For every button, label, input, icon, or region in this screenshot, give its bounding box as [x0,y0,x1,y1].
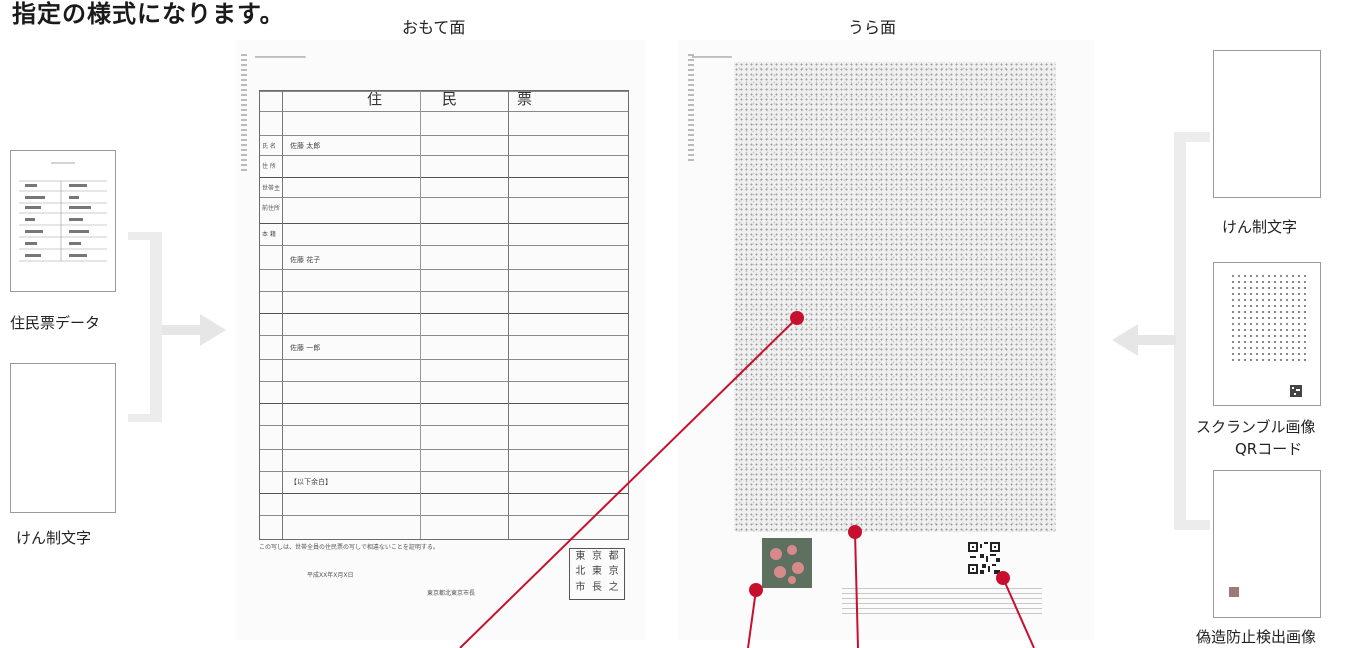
front-doc-title-char-1: 住 [367,90,383,108]
small-qr-code-icon [1290,385,1302,397]
anti-forgery-thumbnail [1213,470,1321,618]
pointer-dot-check-text [790,311,804,325]
front-doc-name-3: 佐藤 一郎 [290,344,321,352]
scramble-dot-pattern [1230,273,1308,365]
front-doc-title-char-2: 民 [442,90,458,108]
left-bracket-vertical [150,232,162,422]
left-bracket-bottom [128,414,162,422]
front-doc-name-4: 【以下余白】 [290,478,332,486]
back-side-label: うら面 [848,18,897,37]
anti-forgery-detection-image [762,538,812,588]
seal-char: 市 [575,581,586,593]
official-seal: 東 京 都 北 東 京 市 長 之 [569,548,625,600]
front-doc-row-label-head: 世帯主 [262,185,281,192]
left-arrow-icon [162,314,226,346]
back-doc-header-note: ━━━━━━━━━━━ [692,54,732,61]
seal-char: 北 [575,566,586,578]
seal-char: 之 [608,581,619,593]
back-doc-side-text [688,54,694,164]
check-text-thumbnail-left [10,363,116,513]
pointer-dot-qr-code [996,571,1010,585]
front-doc-row-label-prev: 前住所 [262,205,281,212]
front-doc-row-label-domicile: 本 籍 [262,231,276,238]
right-arrow-icon [1112,324,1176,356]
seal-char: 都 [608,551,619,562]
check-text-label-left: けん制文字 [16,529,92,547]
front-doc-issuer: 東京都北東京市長 [427,590,476,597]
seal-char: 東 [591,566,602,578]
front-doc-header-note: ━━━━━━━━━━━━━━ [255,54,306,61]
pointer-dot-scramble [848,525,862,539]
right-bracket-top [1174,132,1210,142]
scramble-image-thumbnail [1213,262,1321,406]
seal-char: 東 [575,551,586,562]
anti-forgery-label: 偽造防止検出画像 [1196,628,1317,646]
resident-data-label: 住民票データ [10,314,101,332]
front-doc-name-2: 佐藤 花子 [290,256,321,264]
left-bracket-top [128,232,162,240]
front-doc-date: 平成XX年X月X日 [307,572,354,579]
front-doc-row-label-address: 住 所 [262,163,276,170]
front-doc-certify-text: この写しは、世帯全員の住民票の写しで相違ないことを証明する。 [259,544,439,551]
front-doc-row-label-name: 氏 名 [262,143,276,150]
seal-char: 京 [608,566,619,578]
anti-forgery-pattern [770,545,804,584]
front-doc-title-char-3: 票 [517,90,533,108]
right-bracket-vertical [1174,132,1186,530]
check-text-noise-area [734,62,1056,532]
front-doc-table: 佐藤 太郎 佐藤 花子 佐藤 一郎 【以下余白】 氏 名 住 所 世帯主 前住所… [259,90,629,540]
resident-data-form-lines [19,162,107,262]
check-text-thumbnail-right [1213,50,1321,198]
front-document: ━━━━━━━━━━━━━━ 住 民 票 佐藤 太郎 佐藤 花子 佐藤 一郎 【… [237,40,645,640]
anti-forgery-mark [1229,587,1239,597]
back-document: ━━━━━━━━━━━ [678,40,1094,640]
scramble-image-label: スクランブル画像 [1196,418,1316,436]
heading-text: 指定の様式になります。 [12,0,285,28]
front-side-label: おもて面 [402,18,466,37]
front-doc-name-1: 佐藤 太郎 [290,142,321,150]
pointer-dot-anti-forgery [749,583,763,597]
qr-code-label: QRコード [1235,440,1303,458]
qr-code-icon [968,542,1000,574]
resident-data-thumbnail [10,150,116,292]
right-bracket-bottom [1174,520,1210,530]
front-doc-side-text [241,54,247,174]
check-text-label-right: けん制文字 [1222,218,1298,236]
seal-char: 長 [591,581,602,593]
seal-char: 京 [591,551,602,562]
